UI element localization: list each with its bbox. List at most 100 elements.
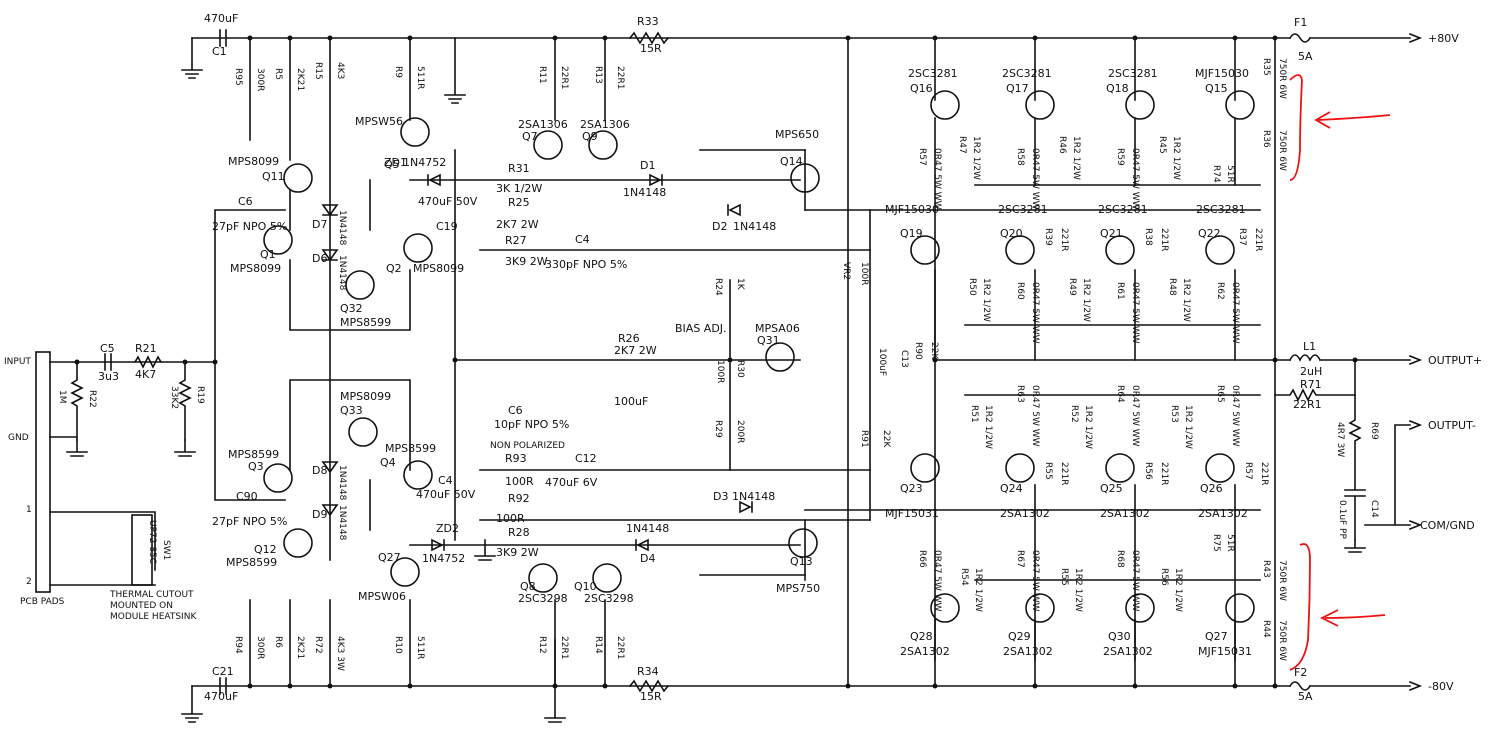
svg-text:33K2: 33K2 [169, 386, 179, 409]
svg-text:Q18: Q18 [1106, 82, 1129, 95]
svg-text:0R47 5W WW: 0R47 5W WW [1030, 148, 1040, 210]
svg-text:R38: R38 [1143, 228, 1153, 246]
svg-text:R52: R52 [1069, 405, 1079, 423]
svg-text:VR2: VR2 [841, 262, 851, 280]
svg-text:15R: 15R [640, 690, 662, 703]
svg-text:1K: 1K [735, 278, 745, 291]
svg-text:1M: 1M [57, 390, 67, 404]
svg-text:2uH: 2uH [1300, 365, 1322, 378]
pcb-pads: INPUT GND 1 2 PCB PADS [4, 351, 216, 607]
output-network: L1 2uH OUTPUT+ R71 22R1 4R7 3W R69 0.1uF… [1274, 340, 1482, 541]
svg-text:R74: R74 [1211, 165, 1221, 183]
svg-text:100R: 100R [715, 360, 725, 383]
svg-text:221R: 221R [1253, 228, 1263, 251]
svg-text:330pF NPO 5%: 330pF NPO 5% [545, 258, 627, 271]
svg-text:PCB PADS: PCB PADS [20, 597, 65, 607]
svg-text:MPS8599: MPS8599 [385, 442, 436, 455]
svg-text:Q22: Q22 [1198, 227, 1221, 240]
svg-text:5A: 5A [1298, 50, 1313, 63]
svg-text:1R2 1/2W: 1R2 1/2W [983, 405, 993, 449]
svg-text:R44: R44 [1261, 620, 1271, 638]
svg-text:D8: D8 [312, 464, 327, 477]
svg-text:R65: R65 [1215, 385, 1225, 403]
svg-text:1R2 1/2W: 1R2 1/2W [1173, 568, 1183, 612]
svg-text:1N4752: 1N4752 [403, 156, 446, 169]
svg-text:R15: R15 [313, 62, 323, 80]
svg-text:2SC3281: 2SC3281 [1196, 203, 1246, 216]
junctions [74, 35, 1358, 689]
svg-text:R69: R69 [1369, 422, 1379, 440]
svg-text:Q13: Q13 [790, 555, 813, 568]
svg-text:2SA1302: 2SA1302 [1000, 507, 1050, 520]
svg-text:1N4148: 1N4148 [626, 522, 669, 535]
svg-text:R48: R48 [1167, 278, 1177, 296]
svg-text:C14: C14 [1369, 500, 1379, 518]
svg-text:R68: R68 [1115, 550, 1125, 568]
svg-text:MODULE HEATSINK: MODULE HEATSINK [110, 612, 197, 622]
svg-text:1R2 1/2W: 1R2 1/2W [1081, 278, 1091, 322]
svg-text:R33: R33 [637, 15, 659, 28]
svg-text:1N4148: 1N4148 [337, 210, 347, 246]
svg-text:R75: R75 [1211, 534, 1221, 552]
thermal-cutout: THERMAL CUTOUT MOUNTED ON MODULE HEATSIN… [109, 514, 197, 622]
svg-text:L1: L1 [1303, 340, 1316, 353]
svg-text:2K21: 2K21 [295, 68, 305, 91]
svg-text:1N4148: 1N4148 [337, 255, 347, 291]
svg-text:MJF15031: MJF15031 [1198, 645, 1252, 658]
svg-text:1R2 1/2W: 1R2 1/2W [1083, 405, 1093, 449]
svg-text:Q16: Q16 [910, 82, 933, 95]
svg-text:F1: F1 [1294, 16, 1307, 29]
com-label: COM/GND [1420, 519, 1475, 532]
svg-text:R28: R28 [508, 526, 530, 539]
svg-text:1R2 1/2W: 1R2 1/2W [973, 568, 983, 612]
svg-text:D7: D7 [312, 218, 327, 231]
svg-text:MPS8099: MPS8099 [340, 390, 391, 403]
svg-text:R5: R5 [273, 68, 283, 80]
svg-text:0R47 5W WW: 0R47 5W WW [1230, 385, 1240, 447]
svg-text:27pF NPO 5%: 27pF NPO 5% [212, 515, 287, 528]
svg-text:0R47 5W WW: 0R47 5W WW [1030, 282, 1040, 344]
svg-text:C13: C13 [899, 350, 909, 368]
positive-rail: +80V [191, 32, 1459, 45]
svg-text:MPS8099: MPS8099 [228, 155, 279, 168]
svg-text:Q19: Q19 [900, 227, 923, 240]
svg-text:C5: C5 [100, 342, 115, 355]
output-transistor-labels: 2SC3281 Q16 2SC3281 Q17 2SC3281 Q18 MJF1… [885, 67, 1252, 658]
svg-text:R26: R26 [618, 332, 640, 345]
svg-text:3u3: 3u3 [98, 370, 119, 383]
svg-text:Q9: Q9 [582, 130, 598, 143]
svg-text:R60: R60 [1015, 282, 1025, 300]
svg-text:R53: R53 [1169, 405, 1179, 423]
svg-text:R21: R21 [135, 342, 157, 355]
svg-text:R63: R63 [1015, 385, 1025, 403]
svg-text:R22: R22 [87, 390, 97, 408]
svg-text:R57: R57 [917, 148, 927, 166]
cap-c1: 470uF C1 [204, 12, 238, 58]
svg-text:D2: D2 [712, 220, 727, 233]
svg-text:2SC3281: 2SC3281 [998, 203, 1048, 216]
svg-text:R95: R95 [233, 68, 243, 86]
svg-text:R39: R39 [1043, 228, 1053, 246]
svg-text:R29: R29 [713, 420, 723, 438]
svg-text:22K: 22K [881, 430, 891, 448]
svg-text:2SA1302: 2SA1302 [1103, 645, 1153, 658]
diodes-front: D7 1N4148 D6 1N4148 D8 1N4148 D9 1N4148 … [312, 156, 776, 565]
svg-text:Q25: Q25 [1100, 482, 1123, 495]
svg-text:MOUNTED ON: MOUNTED ON [110, 601, 173, 611]
svg-text:2SC3281: 2SC3281 [908, 67, 958, 80]
svg-text:R50: R50 [967, 278, 977, 296]
svg-text:200R: 200R [735, 420, 745, 443]
svg-text:Q1: Q1 [260, 248, 276, 261]
svg-text:R6: R6 [273, 636, 283, 648]
svg-text:MJF15030: MJF15030 [1195, 67, 1249, 80]
svg-text:MPSW56: MPSW56 [355, 115, 403, 128]
svg-text:R91: R91 [859, 430, 869, 448]
svg-text:R67: R67 [1015, 550, 1025, 568]
svg-text:4R7 3W: 4R7 3W [1335, 422, 1345, 457]
svg-text:R13: R13 [593, 66, 603, 84]
svg-text:R49: R49 [1067, 278, 1077, 296]
svg-text:D1: D1 [640, 159, 655, 172]
svg-text:R64: R64 [1115, 385, 1125, 403]
svg-text:1R2 1/2W: 1R2 1/2W [971, 136, 981, 180]
svg-text:MJF15031: MJF15031 [885, 507, 939, 520]
